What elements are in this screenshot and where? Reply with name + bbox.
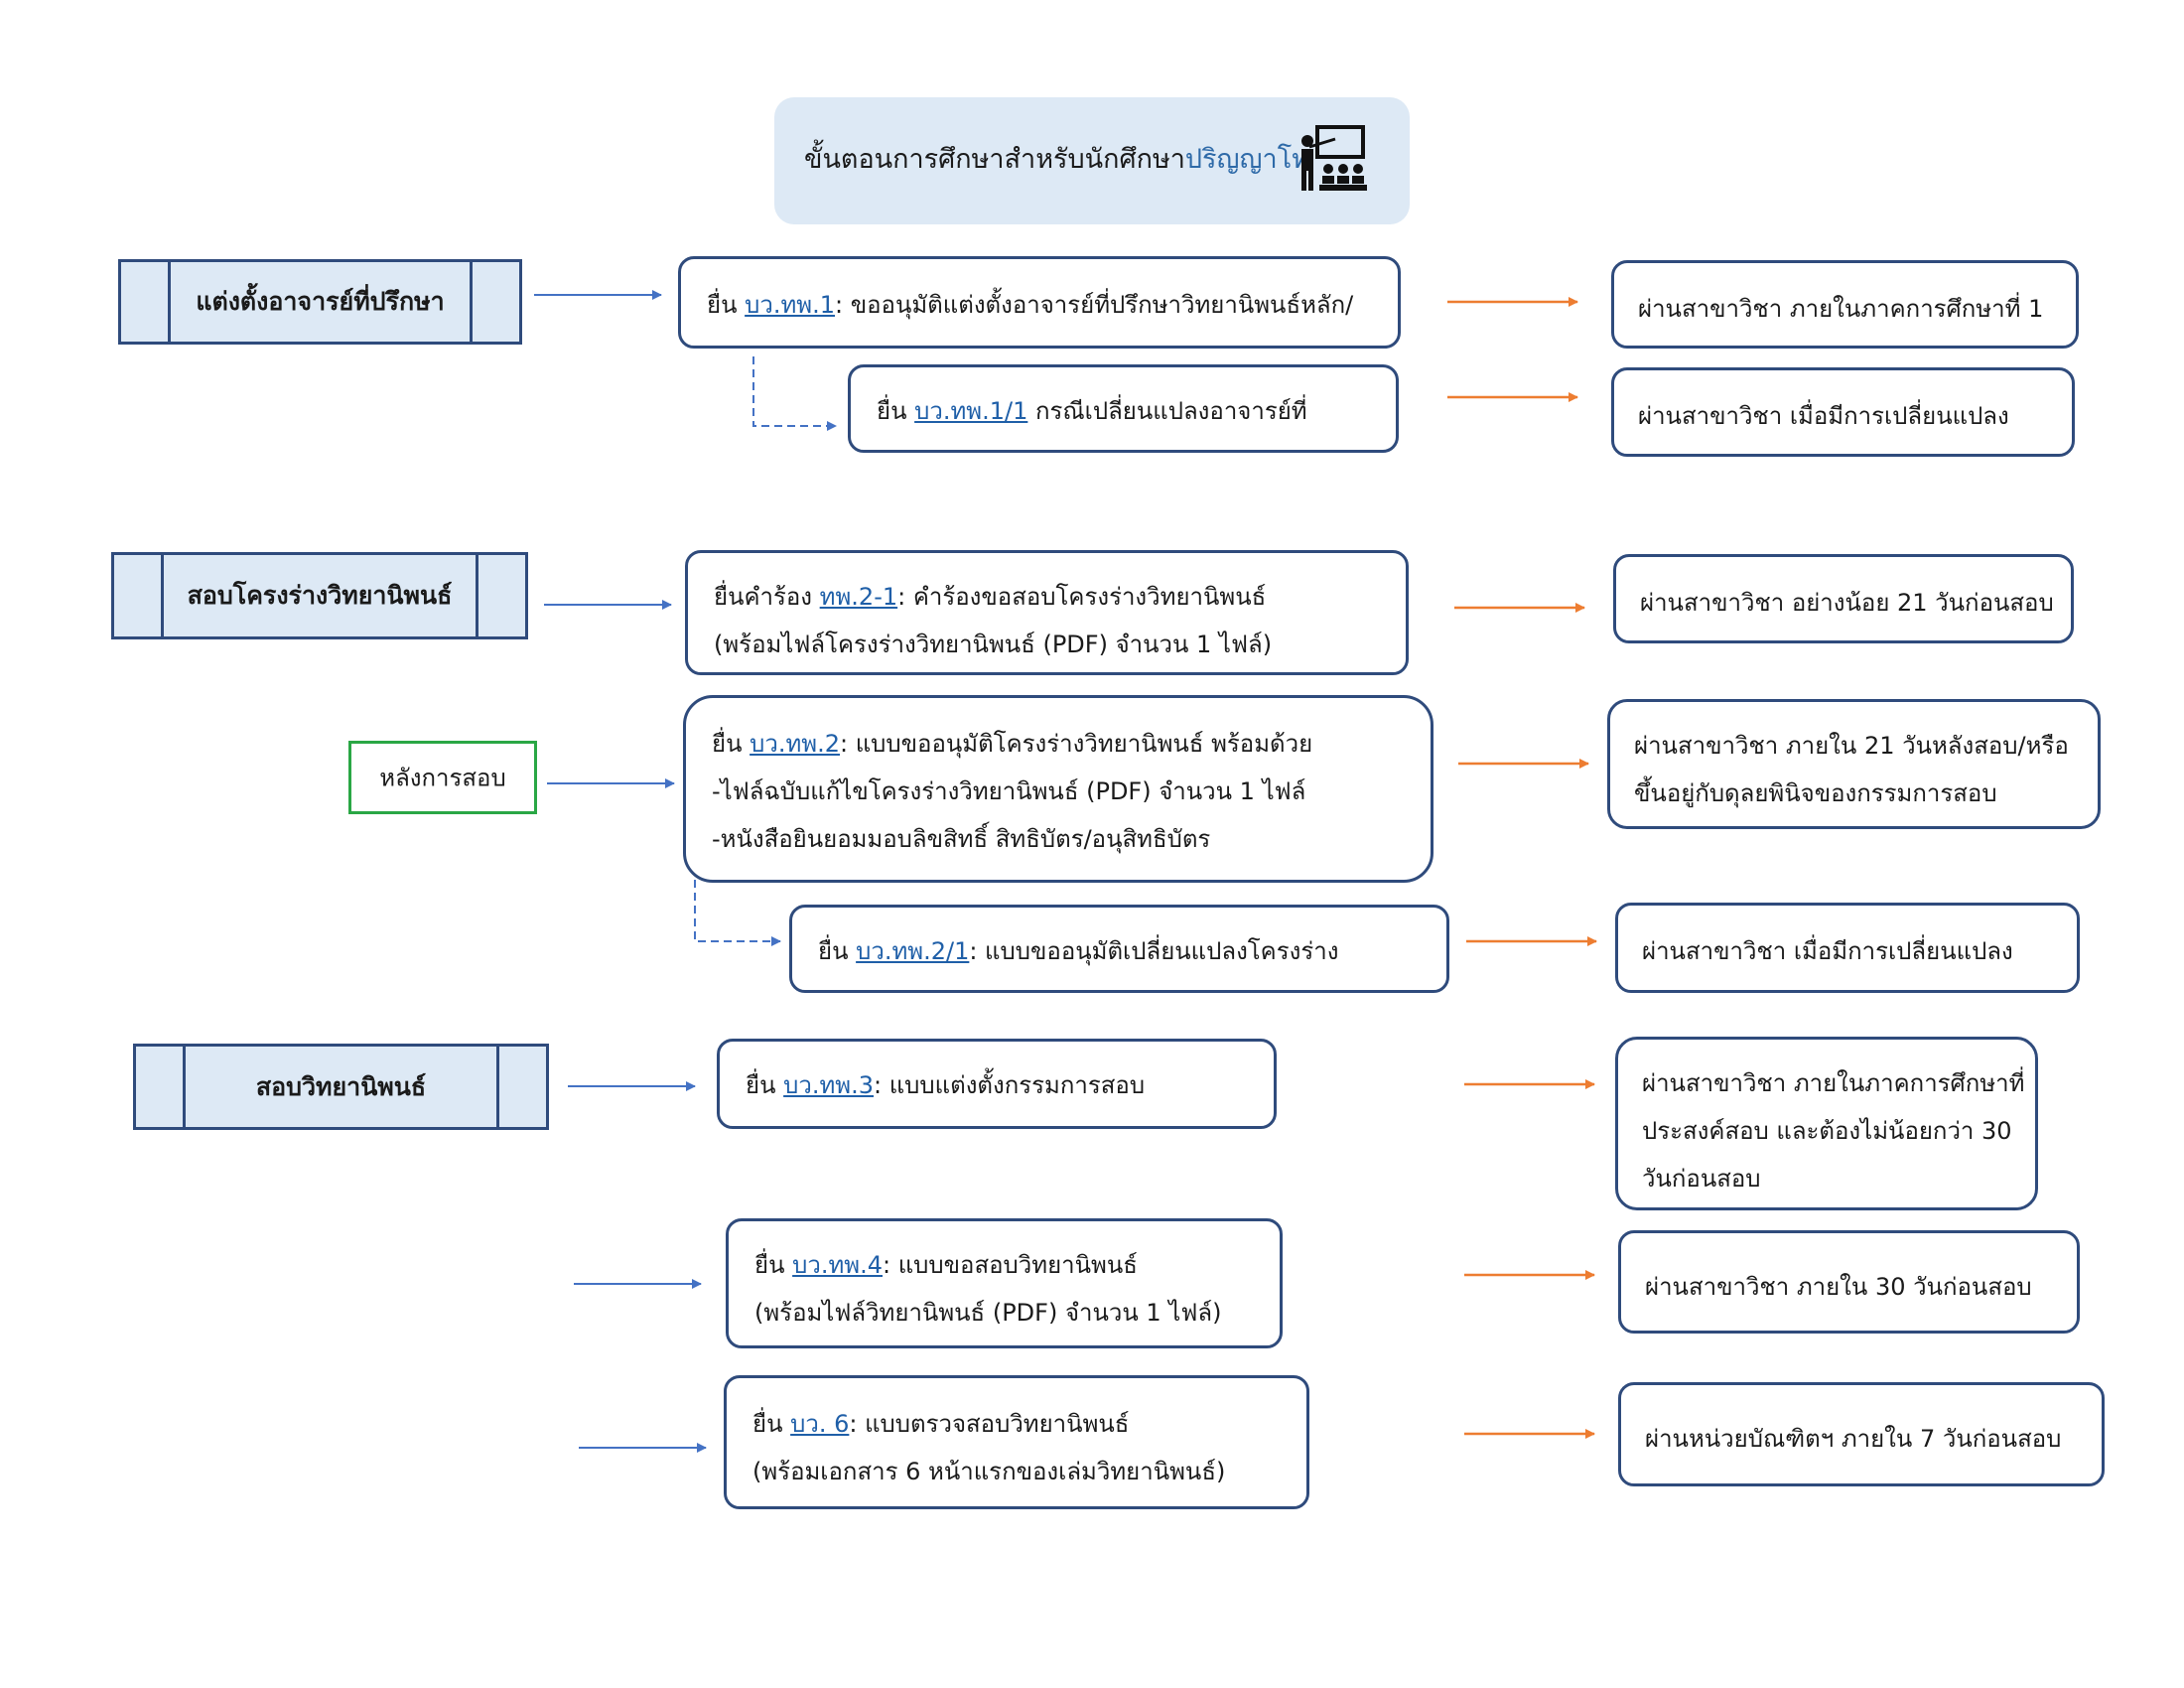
- result-line: ผ่านสาขาวิชา ภายในภาคการศึกษาที่: [1642, 1069, 2025, 1097]
- step-line: (พร้อมเอกสาร 6 หน้าแรกของเล่มวิทยานิพนธ์…: [752, 1458, 1226, 1485]
- step-line: ยื่น บว.ทพ.1: ขออนุมัติแต่งตั้งอาจารย์ที…: [707, 291, 1354, 319]
- title-accent: ปริญญาโท: [1184, 144, 1310, 175]
- dashed-connector: [694, 880, 781, 946]
- form-link[interactable]: บว.ทพ.1/1: [914, 397, 1028, 425]
- form-link[interactable]: บว.ทพ.2/1: [856, 937, 970, 965]
- stage-label: สอบวิทยานิพนธ์: [255, 1071, 427, 1101]
- step-line: (พร้อมไฟล์วิทยานิพนธ์ (PDF) จำนวน 1 ไฟล์…: [754, 1299, 1222, 1327]
- result-box: ผ่านสาขาวิชา เมื่อมีการเปลี่ยนแปลง: [1611, 367, 2075, 457]
- result-box: ผ่านสาขาวิชา ภายในภาคการศึกษาที่ ประสงค์…: [1615, 1037, 2038, 1210]
- result-line: ผ่านสาขาวิชา ภายใน 21 วันหลังสอบ/หรือ: [1634, 732, 2069, 760]
- step-box-tp2-1: ยื่นคำร้อง ทพ.2-1: คำร้องขอสอบโครงร่างวิ…: [685, 550, 1409, 675]
- step-line: ยื่น บว.ทพ.1/1 กรณีเปลี่ยนแปลงอาจารย์ที่: [877, 397, 1307, 425]
- result-line: ประสงค์สอบ และต้องไม่น้อยกว่า 30: [1642, 1117, 2012, 1145]
- result-line: ผ่านสาขาวิชา อย่างน้อย 21 วันก่อนสอบ: [1640, 589, 2054, 617]
- result-line: ผ่านสาขาวิชา เมื่อมีการเปลี่ยนแปลง: [1642, 937, 2013, 965]
- step-box-bw-tp4: ยื่น บว.ทพ.4: แบบขอสอบวิทยานิพนธ์ (พร้อม…: [726, 1218, 1283, 1348]
- result-box: ผ่านสาขาวิชา ภายใน 21 วันหลังสอบ/หรือ ขึ…: [1607, 699, 2101, 829]
- after-exam-label: หลังการสอบ: [379, 764, 506, 792]
- form-link[interactable]: บว.ทพ.2: [750, 730, 840, 758]
- result-box: ผ่านสาขาวิชา ภายใน 30 วันก่อนสอบ: [1618, 1230, 2080, 1334]
- step-line: ยื่นคำร้อง ทพ.2-1: คำร้องขอสอบโครงร่างวิ…: [714, 583, 1267, 611]
- form-link[interactable]: บว. 6: [790, 1410, 850, 1438]
- result-line: วันก่อนสอบ: [1642, 1165, 1761, 1193]
- step-line: -ไฟล์ฉบับแก้ไขโครงร่างวิทยานิพนธ์ (PDF) …: [712, 777, 1306, 805]
- teacher-presentation-icon: [1301, 125, 1367, 191]
- step-line: ยื่น บว.ทพ.2/1: แบบขออนุมัติเปลี่ยนแปลงโ…: [818, 937, 1339, 965]
- step-box-bw-tp1: ยื่น บว.ทพ.1: ขออนุมัติแต่งตั้งอาจารย์ที…: [678, 256, 1401, 349]
- step-box-bw-tp2-1: ยื่น บว.ทพ.2/1: แบบขออนุมัติเปลี่ยนแปลงโ…: [789, 905, 1449, 993]
- after-exam-box: หลังการสอบ: [348, 741, 537, 814]
- step-line: ยื่น บว.ทพ.2: แบบขออนุมัติโครงร่างวิทยาน…: [712, 730, 1313, 758]
- step-box-bw6: ยื่น บว. 6: แบบตรวจสอบวิทยานิพนธ์ (พร้อม…: [724, 1375, 1309, 1509]
- step-line: ยื่น บว. 6: แบบตรวจสอบวิทยานิพนธ์: [752, 1410, 1130, 1438]
- stage-proposal-exam: สอบโครงร่างวิทยานิพนธ์: [111, 552, 528, 639]
- result-box: ผ่านสาขาวิชา อย่างน้อย 21 วันก่อนสอบ: [1613, 554, 2074, 643]
- step-line: -หนังสือยินยอมมอบลิขสิทธิ์ สิทธิบัตร/อนุ…: [712, 825, 1211, 853]
- dashed-connector: [752, 356, 837, 431]
- stage-label: สอบโครงร่างวิทยานิพนธ์: [187, 581, 453, 610]
- result-line: ผ่านหน่วยบัณฑิตฯ ภายใน 7 วันก่อนสอบ: [1645, 1425, 2062, 1453]
- form-link[interactable]: ทพ.2-1: [819, 583, 898, 611]
- result-box: ผ่านสาขาวิชา เมื่อมีการเปลี่ยนแปลง: [1615, 903, 2080, 993]
- form-link[interactable]: บว.ทพ.4: [792, 1251, 883, 1279]
- result-box: ผ่านสาขาวิชา ภายในภาคการศึกษาที่ 1: [1611, 260, 2079, 349]
- step-box-bw-tp2: ยื่น บว.ทพ.2: แบบขออนุมัติโครงร่างวิทยาน…: [683, 695, 1433, 883]
- result-line: ขึ้นอยู่กับดุลยพินิจของกรรมการสอบ: [1634, 779, 1997, 807]
- step-line: ยื่น บว.ทพ.3: แบบแต่งตั้งกรรมการสอบ: [746, 1071, 1146, 1099]
- result-line: ผ่านสาขาวิชา ภายในภาคการศึกษาที่ 1: [1638, 295, 2044, 323]
- step-line: (พร้อมไฟล์โครงร่างวิทยานิพนธ์ (PDF) จำนว…: [714, 631, 1273, 658]
- result-box: ผ่านหน่วยบัณฑิตฯ ภายใน 7 วันก่อนสอบ: [1618, 1382, 2105, 1486]
- result-line: ผ่านสาขาวิชา เมื่อมีการเปลี่ยนแปลง: [1638, 402, 2009, 430]
- title-prefix: ขั้นตอนการศึกษาสำหรับนักศึกษา: [804, 144, 1185, 175]
- form-link[interactable]: บว.ทพ.3: [783, 1071, 874, 1099]
- stage-label: แต่งตั้งอาจารย์ที่ปรึกษา: [196, 287, 445, 316]
- result-line: ผ่านสาขาวิชา ภายใน 30 วันก่อนสอบ: [1645, 1273, 2032, 1301]
- page-title: ขั้นตอนการศึกษาสำหรับนักศึกษาปริญญาโท: [804, 137, 1309, 180]
- step-box-bw-tp3: ยื่น บว.ทพ.3: แบบแต่งตั้งกรรมการสอบ: [717, 1039, 1277, 1129]
- stage-thesis-exam: สอบวิทยานิพนธ์: [133, 1044, 549, 1130]
- title-banner: ขั้นตอนการศึกษาสำหรับนักศึกษาปริญญาโท: [774, 97, 1410, 224]
- stage-advisor: แต่งตั้งอาจารย์ที่ปรึกษา: [118, 259, 522, 345]
- step-box-bw-tp1-1: ยื่น บว.ทพ.1/1 กรณีเปลี่ยนแปลงอาจารย์ที่: [848, 364, 1399, 453]
- step-line: ยื่น บว.ทพ.4: แบบขอสอบวิทยานิพนธ์: [754, 1251, 1138, 1279]
- form-link[interactable]: บว.ทพ.1: [745, 291, 835, 319]
